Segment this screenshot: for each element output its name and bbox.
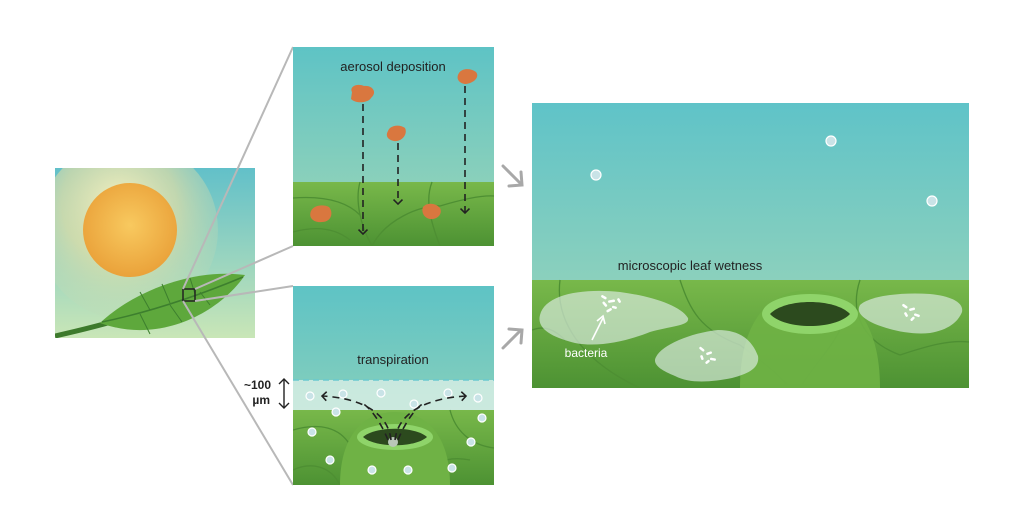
aerosol-deposition-panel (293, 47, 494, 246)
bacteria-pointer-arrow (591, 317, 604, 341)
deposition-arrows (357, 86, 471, 236)
airborne-droplet (590, 169, 602, 181)
leaf-icon (100, 273, 245, 331)
zoom-region-marker (182, 288, 196, 302)
transpiration-panel (293, 286, 494, 485)
water-film (858, 293, 963, 334)
water-vapor-droplets (305, 388, 487, 475)
sun-icon (83, 183, 177, 277)
bacteria-cluster (601, 295, 621, 313)
transpiration-label: transpiration (357, 352, 429, 367)
scale-bar: ~100 µm (244, 378, 290, 409)
aerosol-deposition-label: aerosol deposition (340, 59, 446, 74)
bacteria-cluster (699, 346, 716, 364)
aerosol-particle (310, 205, 332, 223)
transition-arrows (501, 164, 524, 350)
airborne-droplet (926, 195, 938, 207)
scale-value-label: ~100 (244, 378, 271, 392)
bacteria-cluster (902, 303, 920, 321)
transpiration-arrows (320, 391, 468, 441)
bacteria-label: bacteria (565, 346, 608, 360)
zoom-connectors (182, 46, 294, 486)
overview-panel (55, 168, 255, 338)
aerosol-particle (457, 69, 478, 84)
aerosol-particle (386, 125, 406, 142)
microscopic-leaf-wetness-label: microscopic leaf wetness (618, 258, 763, 273)
aerosol-particle (351, 84, 375, 103)
airborne-droplet (825, 135, 837, 147)
boundary-layer (293, 380, 494, 410)
aerosol-particle (422, 203, 441, 220)
scale-unit-label: µm (252, 393, 270, 407)
water-film (654, 330, 759, 382)
water-film (539, 290, 689, 345)
leaf-wetness-panel (532, 103, 969, 388)
